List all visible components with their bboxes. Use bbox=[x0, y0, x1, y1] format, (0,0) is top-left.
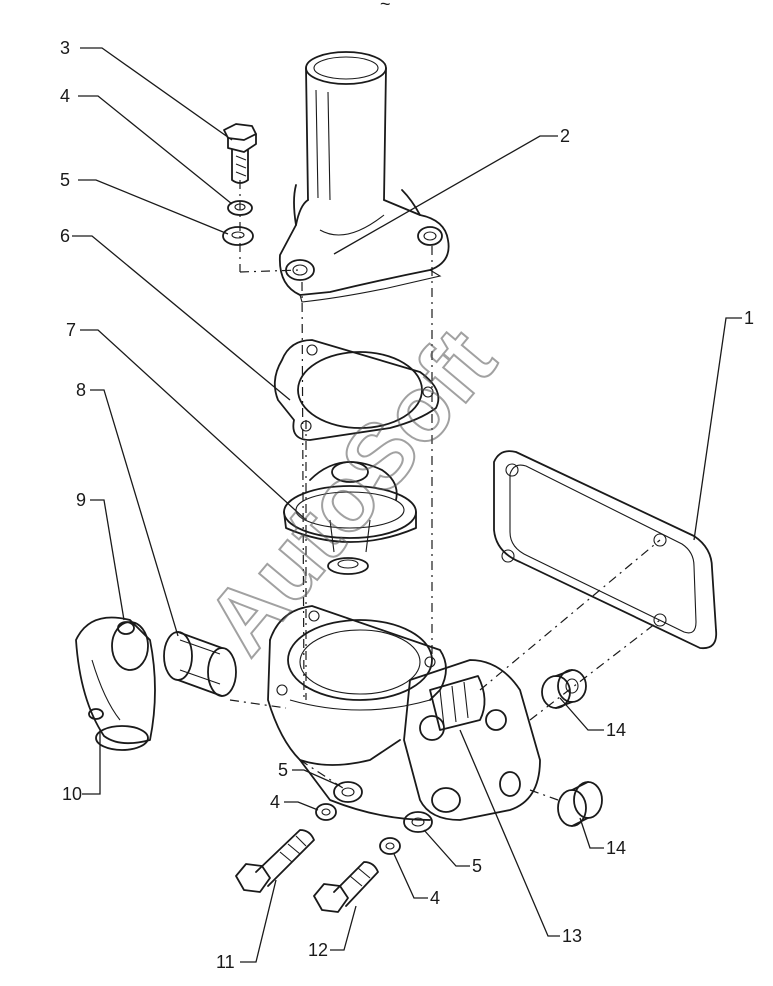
part-1-cover-gasket bbox=[493, 450, 718, 650]
part-11-bolt bbox=[235, 829, 315, 893]
part-3-bolt bbox=[223, 123, 257, 184]
part-4-lock-washer-mid bbox=[315, 803, 337, 821]
callout-5-mid: 5 bbox=[278, 760, 288, 780]
callout-4-low: 4 bbox=[430, 888, 440, 908]
callout-9: 9 bbox=[76, 490, 86, 510]
part-2-outlet-housing bbox=[278, 51, 450, 303]
part-10-elbow-hose bbox=[75, 616, 156, 751]
callout-4: 4 bbox=[60, 86, 70, 106]
callout-1: 1 bbox=[744, 308, 754, 328]
watermark: AutoSoft bbox=[187, 310, 515, 673]
callout-14-upper: 14 bbox=[606, 720, 626, 740]
callout-4-mid: 4 bbox=[270, 792, 280, 812]
leader-lines bbox=[72, 47, 742, 963]
callout-6: 6 bbox=[60, 226, 70, 246]
part-5-flat-washer-mid bbox=[333, 781, 363, 803]
callout-14-lower: 14 bbox=[606, 838, 626, 858]
part-7-thermostat bbox=[283, 461, 417, 575]
callout-11: 11 bbox=[216, 952, 235, 972]
callout-2: 2 bbox=[560, 126, 570, 146]
callout-13: 13 bbox=[562, 926, 582, 946]
callout-5-low: 5 bbox=[472, 856, 482, 876]
part-12-bolt bbox=[313, 861, 379, 913]
part-4-lock-washer-low bbox=[379, 837, 401, 855]
callout-12: 12 bbox=[308, 940, 328, 960]
part-8-pipe-connector bbox=[163, 631, 237, 697]
callout-10: 10 bbox=[62, 784, 82, 804]
callout-8: 8 bbox=[76, 380, 86, 400]
callout-3: 3 bbox=[60, 38, 70, 58]
callout-7: 7 bbox=[66, 320, 76, 340]
top-mark: ~ bbox=[380, 0, 391, 14]
part-9-hose-clamp bbox=[111, 621, 149, 671]
callout-5: 5 bbox=[60, 170, 70, 190]
part-13-thermostat-housing bbox=[267, 605, 541, 821]
part-5-flat-washer-top bbox=[222, 226, 254, 246]
part-14-bushing-lower bbox=[557, 781, 603, 827]
part-5-flat-washer-low bbox=[403, 811, 433, 833]
callout-labels: 3 4 5 6 7 8 9 10 2 1 13 14 14 5 4 5 4 11… bbox=[60, 38, 754, 972]
part-14-bushing-upper bbox=[541, 669, 587, 709]
